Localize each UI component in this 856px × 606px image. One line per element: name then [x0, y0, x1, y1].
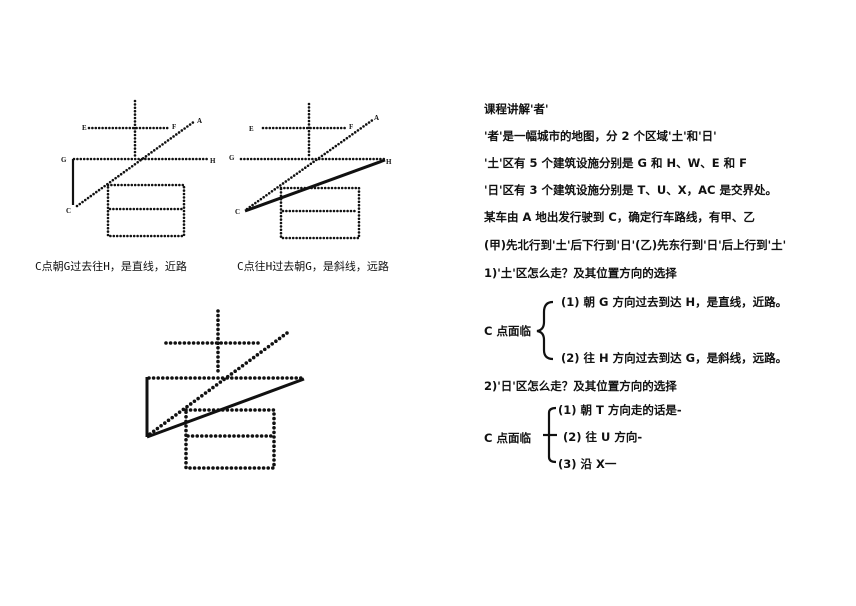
ri-block	[279, 186, 361, 240]
label-e: E	[82, 124, 87, 132]
label-a: A	[197, 117, 202, 125]
route-c-h	[146, 377, 305, 439]
diagram-1: E F A G H C	[61, 99, 216, 238]
section-2-option-2: (2) 往 U 方向-	[563, 430, 643, 444]
section-2-option-3: (3) 沿 X一	[558, 457, 617, 471]
section-1-option-2: (2) 往 H 方向过去到达 G，是斜线，远路。	[561, 351, 788, 365]
road-c-a	[245, 117, 376, 211]
label-c: C	[235, 208, 240, 216]
ri-block	[106, 183, 186, 238]
label-h: H	[210, 157, 216, 165]
notes-line-4: 某车由 A 地出发行驶到 C，确定行车路线，有甲、乙	[484, 210, 755, 224]
section-1-heading: 1)'土'区怎么走？及其位置方向的选择	[484, 266, 677, 280]
diagram-3	[145, 309, 305, 470]
label-f: F	[349, 123, 353, 131]
diagram-2-caption: C点往H过去朝G，是斜线，远路	[237, 260, 389, 273]
diagram-2: E F A G H C	[229, 102, 392, 240]
notes-line-1: '者'是一幅城市的地图，分 2 个区域'土'和'日'	[484, 129, 717, 143]
brace-section-1	[536, 300, 554, 361]
road-c-a	[75, 119, 197, 208]
label-g: G	[61, 156, 67, 164]
section-1-option-1: (1) 朝 G 方向过去到达 H，是直线，近路。	[561, 295, 788, 309]
ri-block	[184, 408, 276, 470]
label-f: F	[172, 123, 176, 131]
route-c-h	[244, 158, 386, 213]
label-a: A	[374, 114, 379, 122]
label-c: C	[66, 207, 71, 215]
section-2-option-1: (1) 朝 T 方向走的话是-	[558, 403, 682, 417]
notes-title: 课程讲解'者'	[484, 102, 549, 116]
notes-line-3: '日'区有 3 个建筑设施分别是 T、U、X，AC 是交界处。	[484, 183, 777, 197]
section-1-subject: C 点面临	[484, 324, 531, 338]
label-e: E	[249, 125, 254, 133]
label-g: G	[229, 154, 235, 162]
notes-line-2: '土'区有 5 个建筑设施分别是 G 和 H、W、E 和 F	[484, 156, 748, 170]
section-2-heading: 2)'日'区怎么走？及其位置方向的选择	[484, 379, 677, 393]
notes-line-5: (甲)先北行到'土'后下行到'日'(乙)先东行到'日'后上行到'土'	[484, 238, 787, 252]
diagram-1-caption: C点朝G过去往H，是直线，近路	[35, 260, 187, 273]
label-h: H	[386, 158, 392, 166]
road-c-a	[148, 331, 289, 436]
section-2-subject: C 点面临	[484, 431, 531, 445]
